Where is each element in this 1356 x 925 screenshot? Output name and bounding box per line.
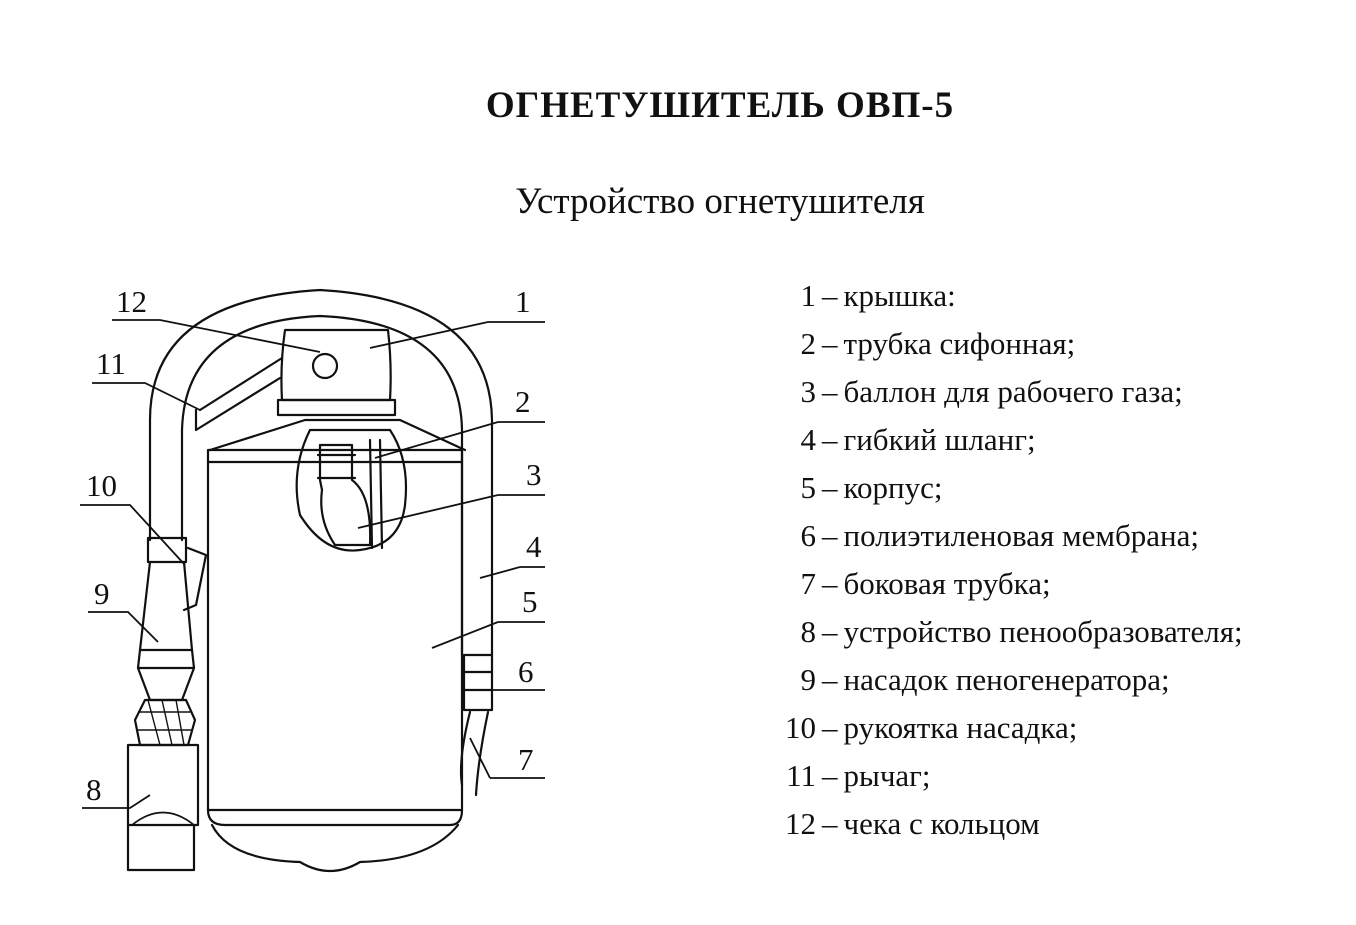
- hose-outer: [148, 288, 494, 657]
- extinguisher-diagram: 1 2 3 4 5 6 7 8 9 10 11 12: [80, 284, 545, 872]
- leader-7: [469, 737, 545, 779]
- page-subtitle: Устройство огнетушителя: [515, 181, 925, 222]
- nozzle-handle: [146, 536, 188, 564]
- leader-11: [92, 382, 201, 411]
- legend-item: 11–рычаг;: [786, 758, 931, 793]
- leader-8: [82, 794, 151, 809]
- legend-item: 9–насадок пеногенератора;: [800, 662, 1170, 697]
- body-shoulder: [208, 418, 467, 452]
- legend-item: 6–полиэтиленовая мембрана;: [800, 518, 1200, 553]
- leader-9: [88, 611, 159, 643]
- legend-item: 12–чека с кольцом: [785, 806, 1040, 841]
- leader-4: [479, 566, 545, 579]
- legend-item: 1–крышка:: [800, 278, 956, 313]
- foam-device: [126, 743, 200, 827]
- hose-inner: [180, 314, 464, 657]
- callout-1: 1: [515, 284, 531, 319]
- leader-1: [369, 321, 545, 349]
- pin-ring: [311, 352, 339, 380]
- callout-2: 2: [515, 384, 531, 419]
- page-title: ОГНЕТУШИТЕЛЬ ОВП-5: [485, 85, 955, 126]
- foam-nozzle: [138, 560, 194, 652]
- cap-base: [276, 398, 397, 417]
- parts-legend: 1–крышка: 2–трубка сифонная; 3–баллон дл…: [760, 272, 1350, 848]
- leader-10: [80, 504, 186, 566]
- leader-2: [374, 421, 545, 459]
- extinguisher-drawing: 1 2 3 4 5 6 7 8 9 10 11 12: [80, 284, 545, 872]
- callout-11: 11: [96, 346, 126, 381]
- callout-3: 3: [526, 457, 542, 492]
- lever: [194, 356, 284, 432]
- body-skirt: [210, 823, 460, 872]
- callout-7: 7: [518, 742, 534, 777]
- side-tube: [459, 710, 490, 797]
- callout-5: 5: [522, 584, 538, 619]
- legend-item: 8–устройство пенообразователя;: [800, 614, 1243, 649]
- legend-item: 3–баллон для рабочего газа;: [800, 374, 1183, 409]
- legend-item: 10–рукоятка насадка;: [785, 710, 1078, 745]
- legend-item: 2–трубка сифонная;: [800, 326, 1076, 361]
- callout-8: 8: [86, 772, 102, 807]
- legend-item: 7–боковая трубка;: [800, 566, 1051, 601]
- gas-cylinder-cutout: [295, 428, 408, 552]
- siphon-tube: [368, 438, 384, 550]
- gas-cylinder: [318, 443, 372, 547]
- body: [206, 448, 464, 827]
- callout-4: 4: [526, 529, 542, 564]
- callout-10: 10: [86, 468, 117, 503]
- membrane: [462, 653, 494, 712]
- foam-device-mesh: [133, 698, 197, 747]
- callout-12: 12: [116, 284, 147, 319]
- callout-6: 6: [518, 654, 534, 689]
- legend-item: 4–гибкий шланг;: [800, 422, 1036, 457]
- leader-3: [357, 494, 545, 529]
- leader-5: [431, 621, 545, 649]
- legend-item: 5–корпус;: [800, 470, 943, 505]
- callout-9: 9: [94, 576, 110, 611]
- leader-12: [112, 319, 321, 353]
